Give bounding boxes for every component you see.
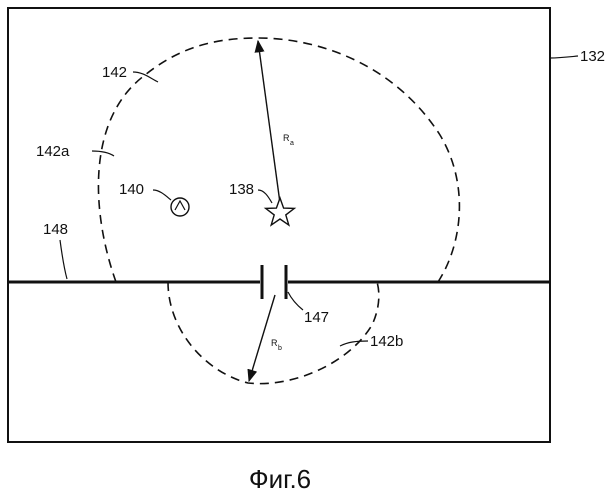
label-142: 142: [102, 64, 127, 81]
outer-region-rect: [8, 8, 550, 442]
radius-lower-label: R: [271, 338, 278, 348]
zone-upper-dashed: [98, 38, 459, 282]
leader-142: [133, 72, 158, 82]
star-icon: [266, 198, 295, 225]
circle-device-icon: [171, 198, 189, 216]
leader-142a: [92, 151, 114, 156]
zone-lower-dashed: [168, 282, 379, 384]
leader-148: [60, 240, 67, 279]
leader-147: [288, 292, 303, 310]
label-142b: 142b: [370, 333, 403, 350]
leader-132: [550, 56, 578, 58]
radius-lower-sub: b: [278, 345, 282, 352]
leader-140: [153, 190, 171, 200]
label-132: 132: [580, 48, 605, 65]
figure-caption: Фиг.6: [249, 464, 311, 494]
radius-upper-arrow: [258, 41, 280, 203]
label-147: 147: [304, 309, 329, 326]
label-140: 140: [119, 181, 144, 198]
label-138: 138: [229, 181, 254, 198]
label-148: 148: [43, 221, 68, 238]
leader-138: [258, 190, 272, 203]
leader-142b: [340, 341, 368, 346]
label-142a: 142a: [36, 143, 70, 160]
radius-upper-label: R: [283, 133, 290, 143]
radius-upper-sub: a: [290, 140, 294, 147]
